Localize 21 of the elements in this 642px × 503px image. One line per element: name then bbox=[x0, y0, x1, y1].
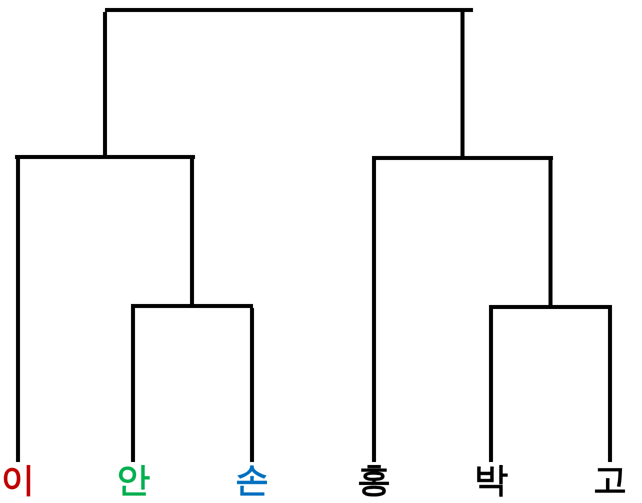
bar bbox=[372, 156, 553, 160]
dendrogram-line bbox=[190, 159, 194, 304]
leaf-label: 고 bbox=[588, 460, 632, 500]
dendrogram-line bbox=[372, 160, 376, 462]
leaf-label: 손 bbox=[230, 460, 274, 500]
leaf-label: 안 bbox=[111, 460, 155, 500]
bar bbox=[489, 305, 612, 309]
dendrogram-line bbox=[131, 308, 135, 462]
dendrogram-line bbox=[103, 12, 107, 155]
dendrogram-line bbox=[548, 160, 552, 305]
dendrogram-line bbox=[250, 308, 254, 462]
dendrogram-line bbox=[16, 159, 20, 462]
bar bbox=[131, 304, 253, 308]
dendrogram-line bbox=[489, 309, 493, 462]
bar bbox=[105, 8, 473, 12]
dendrogram-line bbox=[460, 12, 464, 156]
leaf-label: 박 bbox=[469, 460, 513, 500]
leaf-label: 홍 bbox=[352, 460, 396, 500]
dendrogram-line bbox=[608, 309, 612, 462]
bar bbox=[15, 155, 195, 159]
leaf-label: 이 bbox=[0, 460, 40, 500]
